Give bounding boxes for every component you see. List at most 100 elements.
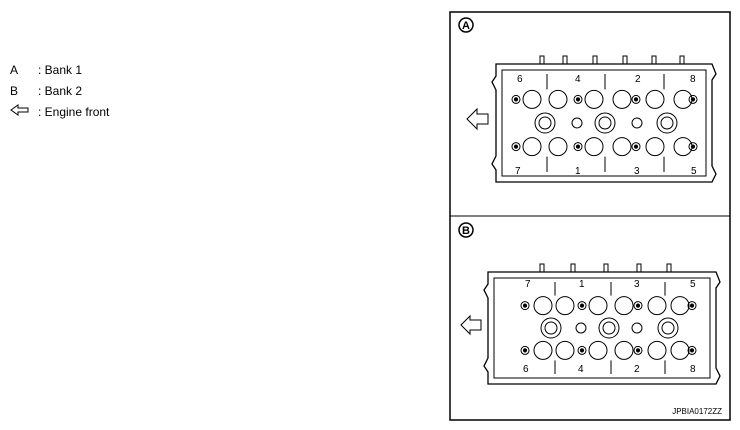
port-circle: [588, 296, 608, 316]
spark-plug-hole: [540, 317, 562, 339]
bolt-number: 2: [635, 74, 641, 85]
bolt-number: 5: [691, 166, 697, 177]
port-circle: [555, 296, 575, 316]
port-circle: [612, 137, 632, 157]
bolt-number: 7: [515, 166, 521, 177]
port-circle: [522, 89, 542, 109]
legend-row-a: A : Bank 1: [10, 60, 109, 81]
port-circle: [584, 89, 604, 109]
bolt-center: [633, 97, 639, 102]
bolt-number: 7: [525, 279, 531, 290]
spark-plug-hole: [657, 317, 679, 339]
bolt-number: 4: [575, 74, 581, 85]
bolt-number: 8: [690, 364, 696, 375]
port-circle: [670, 296, 690, 316]
mounting-tab: [679, 55, 685, 64]
bolt-center: [522, 348, 528, 353]
port-circle: [533, 340, 553, 360]
bolt-center: [513, 144, 519, 149]
arrow-left-icon: [466, 107, 489, 131]
bolt: [520, 301, 530, 311]
legend-text: : Bank 1: [38, 63, 83, 77]
port-circle: [645, 137, 665, 157]
bolt: [631, 142, 641, 152]
bolt: [631, 94, 641, 104]
bolt-number: 3: [634, 279, 640, 290]
panel-label: A: [462, 20, 470, 32]
bolt-center: [575, 144, 581, 149]
spark-plug-hole: [594, 112, 616, 134]
arrow-left-icon: [10, 102, 38, 123]
port-circle: [647, 296, 667, 316]
mounting-tab: [570, 263, 576, 272]
bolt-center: [513, 97, 519, 102]
bolt-number: 4: [578, 364, 584, 375]
bolt: [573, 94, 583, 104]
spark-plug-hole: [534, 112, 556, 134]
bolt: [633, 301, 643, 311]
oil-hole: [631, 322, 643, 334]
bolt-center: [689, 303, 695, 308]
port-circle: [645, 89, 665, 109]
mounting-tab: [539, 263, 545, 272]
bolt: [688, 142, 698, 152]
panel-label-circle: [458, 17, 474, 33]
bolt: [577, 301, 587, 311]
legend-key: B: [10, 84, 19, 98]
port-circle: [548, 89, 568, 109]
panel-label: B: [462, 225, 470, 237]
port-circle: [670, 340, 690, 360]
spark-plug-hole-inner: [602, 321, 616, 335]
port-circle: [588, 340, 608, 360]
bolt-number: 8: [690, 74, 696, 85]
bolt-number: 2: [634, 364, 640, 375]
bolt: [633, 345, 643, 355]
bolt: [511, 142, 521, 152]
port-circle: [614, 296, 634, 316]
bolt-center: [690, 144, 696, 149]
bolt: [577, 345, 587, 355]
mounting-tab: [539, 55, 545, 64]
legend-text: : Engine front: [38, 105, 110, 119]
spark-plug-hole-inner: [661, 321, 675, 335]
mounting-tab: [666, 263, 672, 272]
bolt: [687, 301, 697, 311]
port-circle: [533, 296, 553, 316]
mounting-tab: [651, 55, 657, 64]
bolt: [573, 142, 583, 152]
port-circle: [612, 89, 632, 109]
port-circle: [614, 340, 634, 360]
bolt-center: [575, 97, 581, 102]
figure-code: JPBIA0172ZZ: [672, 407, 722, 416]
bolt-center: [633, 144, 639, 149]
mounting-tab: [636, 263, 642, 272]
bolt-number: 1: [575, 166, 581, 177]
bolt-center: [635, 348, 641, 353]
port-circle: [584, 137, 604, 157]
mounting-tab: [592, 55, 598, 64]
spark-plug-hole: [656, 112, 678, 134]
cylinder-head-outline: [483, 263, 721, 385]
legend-key: A: [10, 63, 19, 77]
spark-plug-hole-inner: [660, 116, 674, 130]
head-outline: [491, 63, 717, 183]
head-outline: [483, 271, 721, 385]
arrow-left-icon: [460, 314, 482, 336]
legend-text: : Bank 2: [38, 84, 83, 98]
mounting-tab: [603, 263, 609, 272]
port-circle: [522, 137, 542, 157]
bolt-center: [690, 97, 696, 102]
legend: A : Bank 1 B : Bank 2 : Engine front: [10, 60, 109, 123]
bolt-number: 5: [690, 279, 696, 290]
bolt-number: 6: [517, 74, 523, 85]
panel-bank-2: B 7 1 3 5 6 4 2 8: [458, 222, 721, 385]
bolt: [520, 345, 530, 355]
bolt-number: 6: [523, 364, 529, 375]
legend-row-front: : Engine front: [10, 102, 109, 123]
spark-plug-hole-inner: [544, 321, 558, 335]
bolt-center: [522, 303, 528, 308]
bolt-number: 1: [579, 279, 585, 290]
bolt-center: [579, 303, 585, 308]
panel-label-circle: [458, 222, 474, 238]
